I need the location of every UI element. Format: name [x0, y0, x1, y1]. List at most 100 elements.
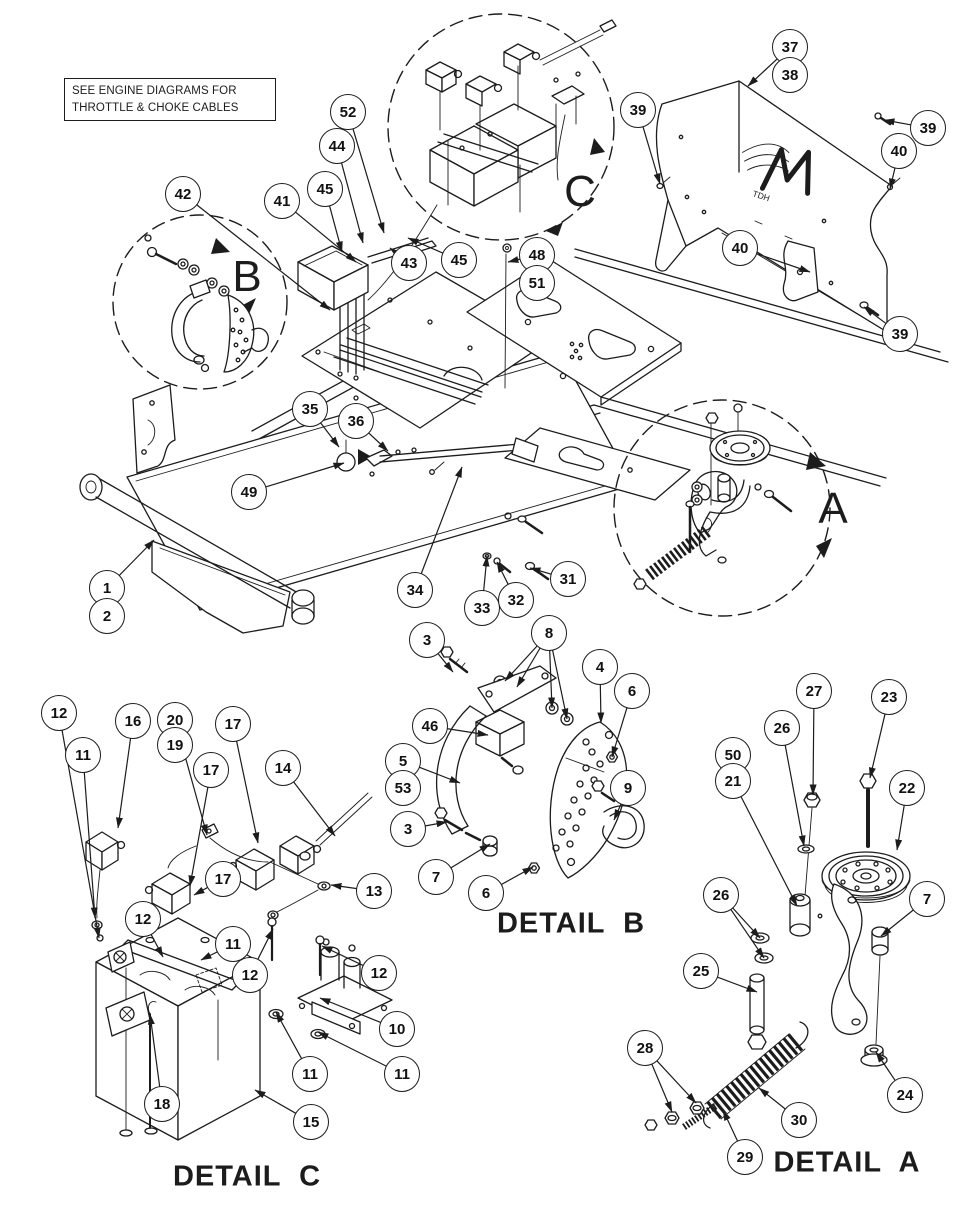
callout-balloon-3: 3 — [390, 811, 426, 847]
leader-line-35 — [319, 422, 340, 448]
callout-balloon-49: 49 — [231, 474, 267, 510]
leader-line-36 — [367, 432, 389, 452]
detail-a-boundary — [613, 399, 832, 617]
detail-c-caption: DETAIL C — [172, 1160, 322, 1193]
leader-line-11 — [83, 771, 98, 919]
callout-balloon-53: 53 — [385, 770, 421, 806]
leader-line-29 — [722, 1109, 739, 1142]
leader-line-22 — [895, 804, 905, 851]
callout-balloon-26: 26 — [764, 710, 800, 746]
callout-balloon-7: 7 — [909, 881, 945, 917]
leader-line-4 — [597, 683, 605, 724]
leader-line-24 — [875, 1051, 896, 1082]
callout-balloon-12: 12 — [232, 957, 268, 993]
callout-balloon-32: 32 — [498, 582, 534, 618]
leader-line-39 — [863, 306, 887, 325]
callout-balloon-41: 41 — [264, 183, 300, 219]
detail-b-letter: B — [232, 252, 262, 301]
leader-line-10 — [319, 997, 382, 1024]
callout-balloon-11: 11 — [384, 1056, 420, 1092]
callout-balloon-11: 11 — [215, 926, 251, 962]
leader-line-28 — [651, 1063, 673, 1113]
floor-pan — [126, 351, 637, 634]
engine-note-line1: SEE ENGINE DIAGRAMS FOR — [72, 85, 237, 97]
leader-line-45 — [328, 205, 343, 253]
callout-balloon-12: 12 — [361, 955, 397, 991]
leader-line-12 — [257, 928, 274, 961]
leader-line-8 — [516, 647, 541, 688]
leader-line-6 — [611, 707, 628, 758]
lever-assembly-small — [144, 234, 269, 373]
callout-balloon-43: 43 — [391, 245, 427, 281]
leader-line-21 — [740, 795, 798, 907]
callout-balloon-22: 22 — [889, 770, 925, 806]
leader-line-39 — [883, 118, 912, 126]
starter-solenoid — [267, 917, 393, 1040]
callout-balloon-45: 45 — [307, 171, 343, 207]
leader-line-44 — [340, 162, 364, 244]
callout-balloon-2: 2 — [89, 598, 125, 634]
callout-balloon-33: 33 — [464, 590, 500, 626]
leader-line-3 — [424, 820, 448, 828]
leader-line-49 — [265, 462, 345, 488]
callout-balloon-12: 12 — [125, 901, 161, 937]
under-tray — [151, 540, 291, 634]
front-frame-tube — [79, 384, 315, 625]
leader-line-52 — [352, 128, 385, 234]
leader-line-42 — [195, 204, 331, 311]
callout-balloon-39: 39 — [882, 316, 918, 352]
leader-line-28 — [656, 1060, 697, 1104]
callout-balloon-34: 34 — [397, 572, 433, 608]
callout-balloon-26: 26 — [703, 877, 739, 913]
callout-balloon-25: 25 — [683, 953, 719, 989]
detail-b-boundary — [112, 214, 288, 390]
brand-logo — [742, 143, 812, 196]
leader-line-46 — [446, 728, 489, 737]
callout-balloon-39: 39 — [910, 110, 946, 146]
leader-line-45 — [407, 237, 444, 254]
leader-line-6 — [500, 866, 534, 886]
callout-balloon-35: 35 — [292, 391, 328, 427]
callout-balloon-19: 19 — [157, 727, 193, 763]
leader-line-23 — [868, 713, 886, 779]
callout-balloon-12: 12 — [41, 695, 77, 731]
leader-line-27 — [809, 707, 817, 796]
leader-line-1 — [118, 539, 155, 577]
callout-balloon-28: 28 — [627, 1030, 663, 1066]
leader-line-25 — [716, 976, 758, 993]
battery-pair — [425, 19, 617, 213]
leader-line-33 — [482, 555, 490, 592]
callout-balloon-15: 15 — [293, 1104, 329, 1140]
callout-balloon-11: 11 — [65, 737, 101, 773]
leader-line-7 — [880, 909, 915, 937]
leader-line-8 — [504, 645, 538, 682]
callout-balloon-10: 10 — [379, 1011, 415, 1047]
idler-assembly-small — [633, 403, 771, 590]
callout-balloon-6: 6 — [468, 875, 504, 911]
leader-line-26 — [784, 744, 806, 847]
callout-balloon-45: 45 — [441, 242, 477, 278]
leader-line-12 — [321, 945, 364, 967]
callout-balloon-17: 17 — [193, 752, 229, 788]
callout-balloon-23: 23 — [871, 679, 907, 715]
leader-line-3 — [437, 652, 454, 673]
callout-balloon-27: 27 — [796, 673, 832, 709]
caster-bracket — [132, 384, 176, 474]
leader-line-11 — [317, 1031, 388, 1067]
leader-line-40 — [755, 252, 811, 273]
leader-line-8 — [551, 649, 569, 720]
callout-balloon-36: 36 — [338, 403, 374, 439]
leader-line-14 — [292, 781, 336, 837]
detail-c-letter: C — [564, 167, 596, 216]
leader-line-16 — [115, 737, 132, 829]
callout-balloon-52: 52 — [330, 94, 366, 130]
leader-line-32 — [496, 561, 509, 586]
leader-line-26 — [731, 907, 761, 939]
callout-balloon-17: 17 — [215, 706, 251, 742]
detail-b-caption: DETAIL B — [496, 907, 646, 940]
callout-balloon-7: 7 — [418, 859, 454, 895]
leader-line-31 — [529, 567, 552, 575]
callout-balloon-38: 38 — [772, 57, 808, 93]
